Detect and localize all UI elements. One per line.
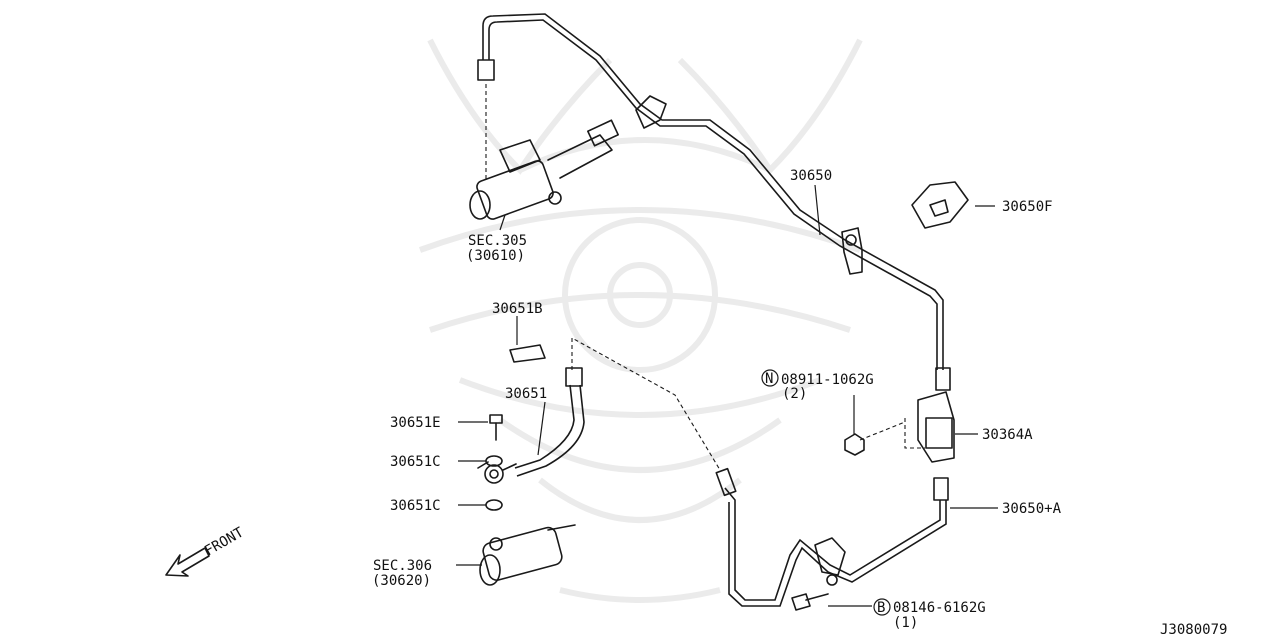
clutch-tube-lower [724,487,941,601]
bracket-30651B [509,344,546,363]
nut-08911-1062G [844,433,865,456]
nut-to-bracket-dash [859,421,906,441]
label-bolt-qty: (1) [893,615,918,631]
hose-end-fitting [565,367,583,387]
label-30650F: 30650F [1002,199,1053,215]
label-sec306: SEC.306 [373,558,432,574]
connector-bracket-30364A [904,391,955,463]
clutch-hose-30651 [514,384,575,469]
label-30651B: 30651B [492,301,543,317]
watermark-emblem [418,38,863,603]
label-30651: 30651 [505,386,547,402]
clutch-tube-lower-inner [728,500,947,607]
label-30650A: 30650+A [1002,501,1062,517]
diagram-code: J3080079 [1160,622,1227,638]
bolt-08146-6162G [791,593,829,611]
label-30651C-lower: 30651C [390,498,441,514]
clutch-master-cylinder [469,59,619,220]
bolt-b-mark: B [877,600,885,616]
washer-30651C-lower [485,499,503,511]
bolt-callout: B 08146-6162G (1) [873,598,986,631]
clip-30650F [911,181,969,229]
clutch-operating-cylinder [479,524,576,586]
leader-lines [456,184,998,607]
label-bolt-08146-6162G: 08146-6162G [893,600,986,616]
label-sec305-code: (30610) [466,248,525,264]
bolt-30651E [489,414,503,441]
label-sec305: SEC.305 [468,233,527,249]
tube-clamp-upper [635,95,667,129]
label-30364A: 30364A [982,427,1033,443]
nut-n-mark: N [765,371,773,387]
tube-fitting-lower-left [715,467,737,497]
tube-bracket-lower [814,537,846,586]
tube-fitting-right [935,367,951,391]
label-30650: 30650 [790,168,832,184]
tube-fitting-lower-right [933,477,949,501]
nut-callout: N 08911-1062G (2) [761,369,874,402]
label-nut-08911-1062G: 08911-1062G [781,372,874,388]
label-30651C-upper: 30651C [390,454,441,470]
clutch-tube-upper [482,13,944,370]
label-nut-qty: (2) [782,386,807,402]
hose-to-tube-dash [571,337,721,471]
clutch-tube-upper-inner [488,19,938,370]
label-front: FRONT [202,524,247,559]
clutch-hose-30651-inner [516,384,585,477]
label-sec306-code: (30620) [372,573,431,589]
tube-bracket-30650 [841,227,863,275]
label-30651E: 30651E [390,415,441,431]
front-arrow [165,547,210,577]
